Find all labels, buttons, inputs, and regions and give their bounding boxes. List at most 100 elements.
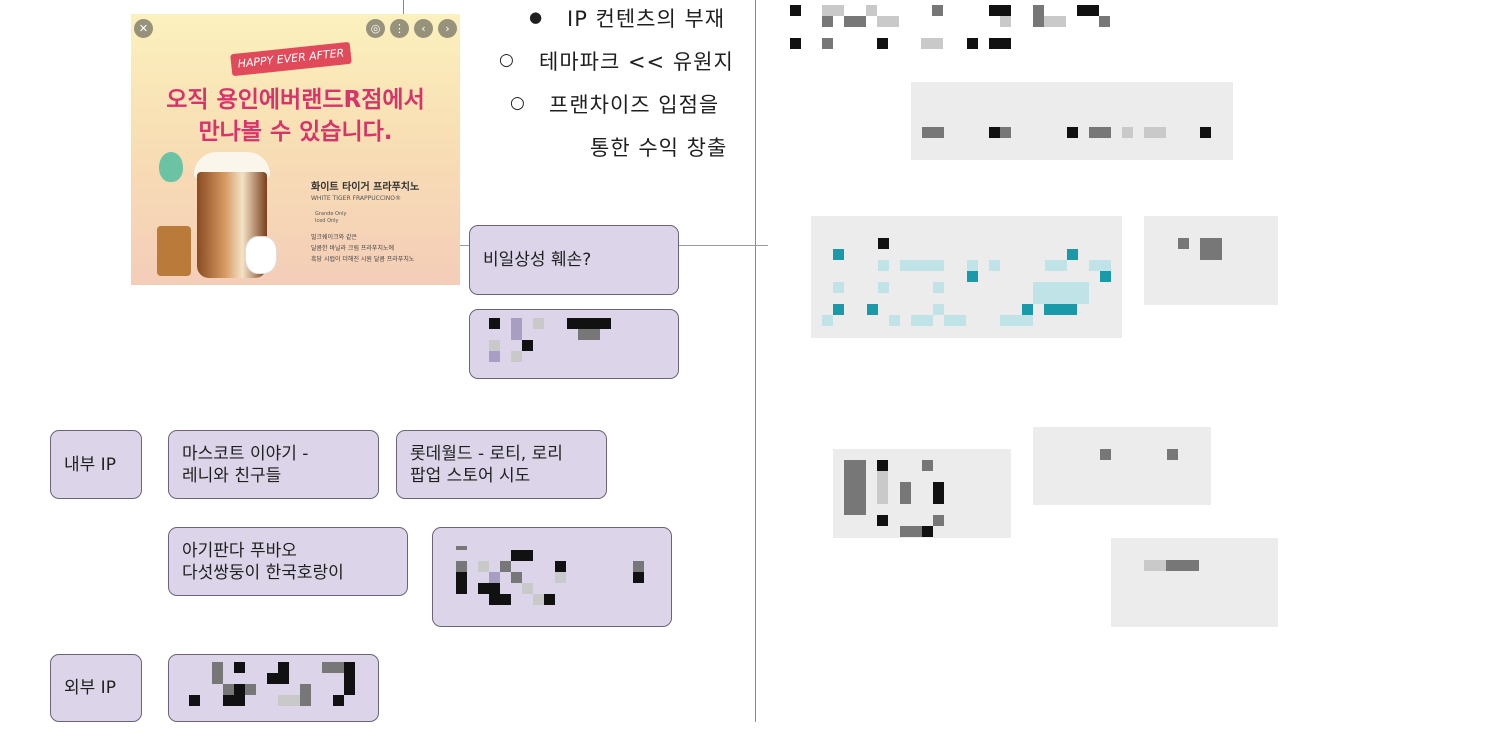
more-icon[interactable]: ⋮ bbox=[390, 19, 409, 38]
redacted-pixel bbox=[567, 318, 611, 329]
redacted-pixel bbox=[878, 282, 889, 293]
redacted-pixel bbox=[833, 304, 844, 315]
bullet-filled-icon: ● bbox=[529, 3, 543, 31]
redacted-pixel bbox=[500, 561, 511, 572]
redacted-pixel bbox=[822, 16, 833, 27]
desc-line3: 흑당 시럽이 더해진 시원 달콤 프라푸치노 bbox=[311, 254, 414, 265]
redacted-pixel bbox=[234, 684, 245, 695]
redacted-pixel bbox=[1045, 260, 1067, 271]
redacted-pixel bbox=[866, 5, 877, 16]
redacted-pixel bbox=[944, 315, 966, 326]
bullet-line-3: 프랜차이즈 입점을 bbox=[549, 89, 719, 119]
redacted-text-area bbox=[780, 0, 1120, 55]
redacted-pixel bbox=[790, 38, 801, 49]
redacted-pixel bbox=[889, 315, 900, 326]
redacted-pixel bbox=[1178, 238, 1189, 249]
redacted-pixel bbox=[877, 515, 888, 526]
redacted-pixel bbox=[933, 515, 944, 526]
redacted-box bbox=[1144, 216, 1278, 305]
redacted-pixel bbox=[822, 38, 833, 49]
redacted-pixel bbox=[578, 329, 600, 340]
redacted-pixel bbox=[1067, 249, 1078, 260]
redacted-pixel bbox=[1033, 282, 1089, 304]
redacted-pixel bbox=[555, 572, 566, 583]
redacted-pixel bbox=[511, 351, 522, 362]
banner-text: HAPPY EVER AFTER bbox=[230, 42, 352, 76]
redacted-pixel bbox=[989, 5, 1011, 16]
zoom-icon[interactable]: ◎ bbox=[366, 19, 385, 38]
redacted-pixel bbox=[189, 695, 200, 706]
redacted-pixel bbox=[489, 340, 500, 351]
redacted-pixel bbox=[877, 16, 899, 27]
redacted-pixel bbox=[511, 318, 522, 340]
redacted-pixel bbox=[922, 460, 933, 471]
redacted-pixel bbox=[1099, 16, 1110, 27]
chevron-left-icon[interactable]: ‹ bbox=[414, 19, 433, 38]
redacted-pixel bbox=[511, 572, 522, 583]
redacted-pixel bbox=[456, 546, 467, 550]
tiger-illustration bbox=[245, 236, 277, 274]
redacted-pixel bbox=[1200, 127, 1211, 138]
redacted-pixel bbox=[278, 662, 289, 673]
redacted-logo bbox=[811, 216, 1122, 338]
redacted-pixel bbox=[790, 5, 801, 16]
redacted-pixel bbox=[822, 5, 844, 16]
redacted-pixel bbox=[456, 572, 467, 594]
redacted-pixel bbox=[1000, 16, 1011, 27]
redacted-pixel bbox=[522, 340, 533, 351]
image-preview-card[interactable]: HAPPY EVER AFTER 오직 용인에버랜드R점에서 만나볼 수 있습니… bbox=[131, 14, 460, 285]
balloon-illustration bbox=[159, 152, 183, 182]
redacted-pixel bbox=[921, 38, 943, 49]
redacted-pixel bbox=[489, 572, 500, 583]
bullet-line-2: 테마파크 << 유원지 bbox=[539, 46, 734, 76]
connector-line bbox=[679, 245, 768, 246]
redacted-pixel bbox=[1144, 127, 1166, 138]
product-description: 밀크쉐이크와 같은 달콤한 바닐라 크림 프라푸치노에 흑당 시럽이 더해진 시… bbox=[311, 232, 414, 265]
redacted-pixel bbox=[900, 526, 922, 537]
redacted-pixel bbox=[1089, 260, 1111, 271]
redacted-pixel bbox=[533, 594, 544, 605]
size-iced: Iced Only bbox=[315, 218, 346, 225]
redacted-pixel bbox=[922, 127, 944, 138]
redacted-pixel bbox=[278, 695, 300, 706]
node-lotte[interactable]: 롯데월드 - 로티, 로리 팝업 스토어 시도 bbox=[396, 430, 607, 499]
redacted-pixel bbox=[1067, 127, 1078, 138]
redacted-pixel bbox=[844, 460, 866, 515]
headline-line2: 만나볼 수 있습니다. bbox=[131, 112, 460, 146]
redacted-pixel bbox=[1089, 127, 1111, 138]
redacted-pixel bbox=[989, 260, 1000, 271]
redacted-pixel bbox=[456, 561, 467, 572]
redacted-pixel bbox=[989, 38, 1011, 49]
redacted-pixel bbox=[1144, 560, 1166, 571]
desc-line1: 밀크쉐이크와 같은 bbox=[311, 232, 414, 243]
redacted-pixel bbox=[511, 550, 533, 561]
node-panda[interactable]: 아기판다 푸바오 다섯쌍둥이 한국호랑이 bbox=[168, 527, 408, 596]
node-redacted[interactable] bbox=[432, 527, 672, 627]
product-name-kr: 화이트 타이거 프라푸치노 bbox=[311, 178, 419, 193]
connector-line bbox=[403, 0, 404, 14]
chevron-right-icon[interactable]: › bbox=[438, 19, 457, 38]
redacted-pixel bbox=[489, 318, 500, 329]
redacted-pixel bbox=[544, 594, 555, 605]
redacted-pixel bbox=[877, 471, 888, 504]
redacted-pixel bbox=[478, 561, 489, 572]
node-internal-ip[interactable]: 내부 IP bbox=[50, 430, 142, 499]
product-name-en: WHITE TIGER FRAPPUCCINO® bbox=[311, 195, 401, 202]
node-mascot[interactable]: 마스코트 이야기 - 레니와 친구들 bbox=[168, 430, 379, 499]
node-redacted[interactable] bbox=[168, 654, 379, 722]
node-privacy[interactable]: 비일상성 훼손? bbox=[469, 225, 679, 295]
redacted-pixel bbox=[967, 260, 978, 271]
redacted-pixel bbox=[878, 260, 889, 271]
node-external-ip[interactable]: 외부 IP bbox=[50, 654, 142, 722]
redacted-pixel bbox=[833, 282, 844, 293]
redacted-pixel bbox=[989, 127, 1000, 138]
redacted-pixel bbox=[267, 673, 289, 684]
bullet-hollow-icon: ○ bbox=[499, 46, 515, 74]
redacted-pixel bbox=[1167, 449, 1178, 460]
redacted-pixel bbox=[877, 460, 888, 471]
close-icon[interactable]: ✕ bbox=[134, 19, 153, 38]
redacted-pixel bbox=[1000, 315, 1033, 326]
node-redacted[interactable] bbox=[469, 309, 679, 379]
redacted-pixel bbox=[223, 695, 245, 706]
redacted-pixel bbox=[867, 304, 878, 315]
